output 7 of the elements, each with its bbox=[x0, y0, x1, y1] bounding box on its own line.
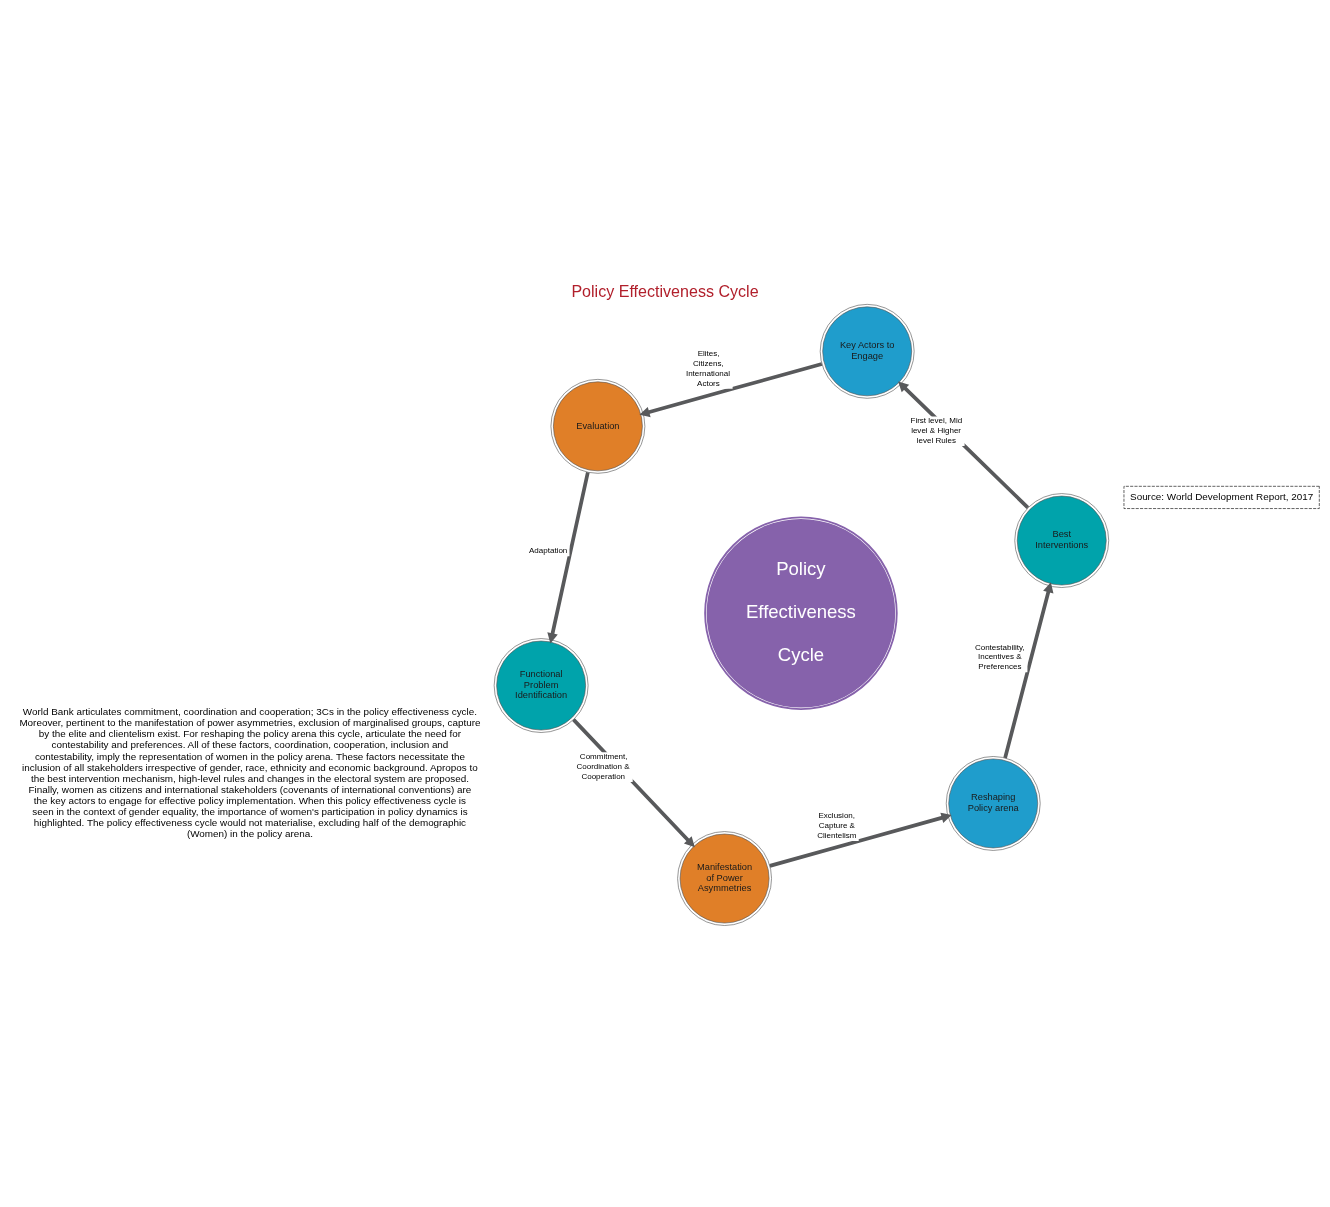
diagram-title: Policy Effectiveness Cycle bbox=[571, 281, 759, 300]
arrow bbox=[547, 472, 590, 644]
arrow bbox=[1003, 582, 1054, 759]
label: World Bank articulates commitment, coordination and cooperation; 3Cs in the policy effectiveness cycle. Moreover, pertinent to the manifestation of power asymmetries, exclusion of marginalised groups, capture by the elite and clientelism exist. For reshaping the policy arena this cycle, articulate the need for contestability and preferences. All of these factors, coordination, cooperation, inclusion and contestability, imply the representation of women in the policy arena. These factors necessitate the inclusion of all stakeholders irrespective of gender, race, ethnicity and economic background. Apropos to the best intervention mechanism, high-level rules and changes in the electoral system are proposed. Finally, women as citizens and international stakeholders (covenants of international conventions) are the key actors to engage for effective policy implementation. When this policy effectiveness cycle is seen in the context of gender equality, the importance of women's participation in policy dynamics is highlighted. The policy effectiveness cycle would not materialise, excluding half of the demographic (Women) in the policy arena. bbox=[19, 706, 481, 840]
arrow bbox=[639, 362, 823, 418]
arrow bbox=[898, 381, 1030, 509]
node-box: Source: World Development Report, 2017 bbox=[1123, 486, 1320, 509]
